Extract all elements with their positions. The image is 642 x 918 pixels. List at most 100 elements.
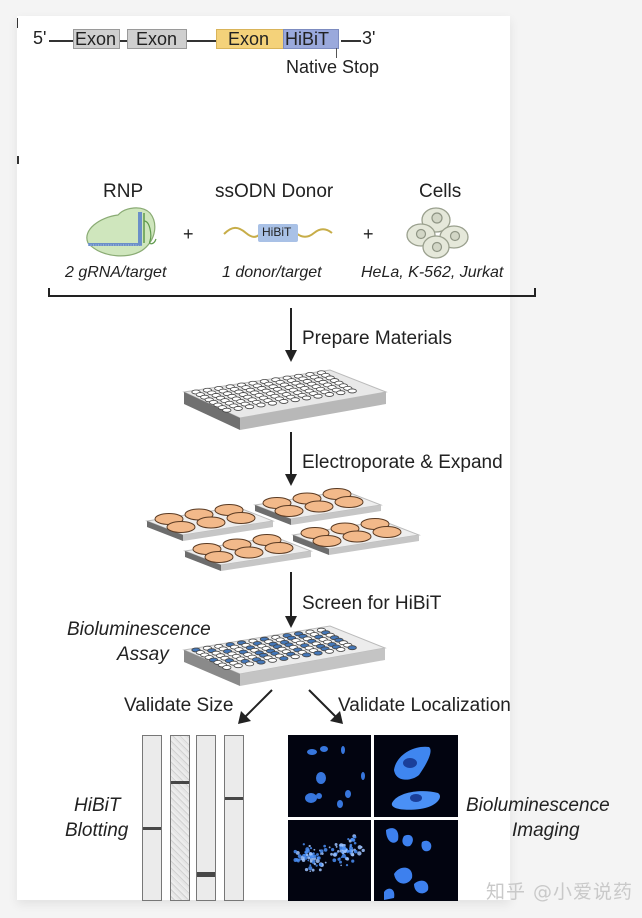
culture-well xyxy=(342,530,372,543)
exon-box-1 xyxy=(73,29,120,49)
six-well-plate xyxy=(253,488,383,525)
well xyxy=(267,657,278,663)
native-stop-marker xyxy=(336,48,337,58)
three-prime-label: 3' xyxy=(362,28,376,48)
dna-line xyxy=(120,40,127,42)
cells-icon xyxy=(406,207,469,259)
donor-dna-icon xyxy=(223,224,333,242)
validate-size-label: Validate Size xyxy=(124,695,234,716)
imaging-panel xyxy=(288,735,458,901)
fluorescent-speck xyxy=(308,844,311,848)
culture-well xyxy=(166,521,196,533)
well-plate-96 xyxy=(182,369,388,430)
fluorescent-speck xyxy=(293,857,298,863)
six-well-plate xyxy=(145,504,275,541)
fluorescent-speck xyxy=(330,852,333,856)
bracket xyxy=(48,288,536,297)
fluorescent-speck xyxy=(315,858,320,864)
fluorescent-speck xyxy=(350,852,355,857)
blot-band xyxy=(197,872,215,878)
fluorescent-speck xyxy=(293,849,297,854)
blot-lane xyxy=(170,735,190,901)
fluorescent-speck xyxy=(345,864,349,867)
reagent-subtitle-cells: HeLa, K-562, Jurkat xyxy=(361,264,504,281)
culture-well xyxy=(204,551,234,563)
plus-sign: + xyxy=(363,224,374,244)
step-label-screen: Screen for HiBiT xyxy=(302,593,442,614)
step-label-prepare: Prepare Materials xyxy=(302,328,452,349)
fluorescent-speck xyxy=(312,854,317,859)
fluorescent-speck xyxy=(308,852,313,856)
fluorescent-speck xyxy=(311,868,315,872)
donor-hibit-tag: HiBiT xyxy=(262,225,292,239)
well xyxy=(279,399,289,404)
fluorescent-speck xyxy=(339,860,342,864)
watermark: 知乎 @小爱说药 xyxy=(486,881,634,903)
well xyxy=(245,404,255,410)
fluorescent-speck xyxy=(347,850,350,853)
exon-label-2: Exon xyxy=(136,29,178,49)
exon-box-2 xyxy=(127,29,187,49)
culture-well xyxy=(274,505,304,517)
arrow-validate-localization xyxy=(308,689,343,724)
rnp-complex-icon xyxy=(86,207,157,257)
blotting-label-line1: HiBiT xyxy=(74,795,121,816)
fluorescent-speck xyxy=(307,859,310,862)
fluorescent-speck xyxy=(348,849,352,853)
fluorescent-speck xyxy=(313,862,317,866)
fluorescent-speck xyxy=(347,838,350,841)
well xyxy=(279,656,289,661)
arrow-validate-size xyxy=(238,689,273,724)
blot-lane xyxy=(196,735,216,901)
fluorescent-speck xyxy=(309,847,313,850)
well xyxy=(267,400,278,406)
well xyxy=(302,652,312,658)
fluorescent-speck xyxy=(361,848,365,853)
five-prime-label: 5' xyxy=(33,28,47,48)
fluorescent-speck xyxy=(342,846,347,851)
step-label-electroporate: Electroporate & Expand xyxy=(302,452,503,473)
well xyxy=(233,406,243,411)
blot-panel xyxy=(142,735,250,901)
fluorescent-speck xyxy=(360,846,363,849)
fluorescent-speck xyxy=(319,849,324,854)
fluorescent-speck xyxy=(304,851,307,854)
fluorescent-speck xyxy=(337,857,341,861)
fluorescent-speck xyxy=(321,852,324,855)
imaging-label-line1: Bioluminescence xyxy=(466,795,610,816)
assay-plate xyxy=(182,625,387,686)
six-well-plate xyxy=(291,518,421,555)
well xyxy=(290,654,300,660)
blot-band xyxy=(171,780,189,784)
well xyxy=(313,393,323,399)
reagent-title-rnp: RNP xyxy=(103,181,144,202)
fluorescent-speck xyxy=(307,856,311,860)
fluorescent-speck xyxy=(351,859,355,863)
fluorescent-speck xyxy=(340,856,343,859)
hibit-box xyxy=(283,29,339,49)
panel-marker xyxy=(17,18,18,28)
validate-localization-label: Validate Localization xyxy=(338,695,511,716)
well xyxy=(222,665,232,670)
fluorescent-speck xyxy=(324,861,327,864)
fluorescent-speck xyxy=(323,844,326,848)
fluorescent-speck xyxy=(315,864,318,867)
blot-band xyxy=(143,827,161,831)
fluorescent-speck xyxy=(334,843,338,847)
down-arrow xyxy=(285,308,297,362)
reagent-subtitle-rnp: 2 gRNA/target xyxy=(65,264,167,281)
fluorescent-speck xyxy=(309,870,312,873)
well xyxy=(244,661,255,667)
exon-label-1: Exon xyxy=(75,29,117,49)
culture-well xyxy=(334,496,364,508)
well xyxy=(336,647,346,652)
fluorescent-speck xyxy=(312,852,315,855)
blotting-label-line2: Blotting xyxy=(65,820,129,841)
well xyxy=(313,650,323,656)
fluorescent-speck xyxy=(340,864,342,867)
micrograph-top-right xyxy=(374,735,458,817)
panel-marker xyxy=(17,156,19,164)
fluorescent-speck xyxy=(332,858,337,863)
fluorescent-speck xyxy=(316,853,319,856)
fluorescent-speck xyxy=(353,835,357,839)
